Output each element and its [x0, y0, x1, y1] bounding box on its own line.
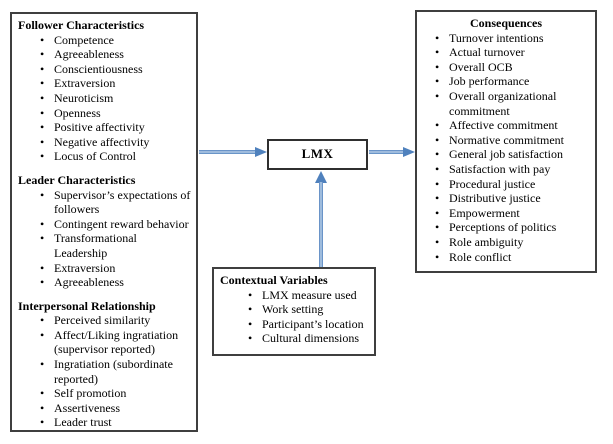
- list-item: Extraversion: [40, 76, 192, 91]
- consequences-heading: Consequences: [469, 16, 542, 30]
- list-item: Agreeableness: [40, 47, 192, 62]
- list-item: General job satisfaction: [435, 147, 591, 162]
- consequences-box: Consequences Turnover intentionsActual t…: [415, 10, 597, 273]
- list-item: Conscientiousness: [40, 62, 192, 77]
- lmx-box: LMX: [267, 139, 368, 170]
- list-item: Normative commitment: [435, 133, 591, 148]
- list-item: LMX measure used: [248, 288, 370, 303]
- list-item: Cultural dimensions: [248, 331, 370, 346]
- list-item: Role ambiguity: [435, 235, 591, 250]
- list-item: Role conflict: [435, 250, 591, 265]
- contextual-variables-list: LMX measure usedWork settingParticipant’…: [220, 288, 370, 346]
- arrow-contextual-to-lmx-shaft: [319, 182, 323, 267]
- list-item: Procedural justice: [435, 177, 591, 192]
- list-item: Perceived similarity: [40, 313, 192, 328]
- list-item: Distributive justice: [435, 191, 591, 206]
- list-item: Empowerment: [435, 206, 591, 221]
- list-item: Positive affectivity: [40, 120, 192, 135]
- arrow-contextual-to-lmx-head-icon: [315, 171, 327, 183]
- contextual-variables-box: Contextual Variables LMX measure usedWor…: [212, 267, 376, 356]
- list-item: Supervisor’s expectations of followers: [40, 188, 192, 217]
- list-item: Work setting: [248, 302, 370, 317]
- list-item: Locus of Control: [40, 149, 192, 164]
- list-item: Transformational Leadership: [40, 231, 192, 260]
- list-item: Job performance: [435, 74, 591, 89]
- list-item: Ingratiation (subordinate reported): [40, 357, 192, 386]
- list-item: Leader trust: [40, 415, 192, 430]
- list-item: Self promotion: [40, 386, 192, 401]
- list-item: Competence: [40, 33, 192, 48]
- list-item: Affective commitment: [435, 118, 591, 133]
- leader-characteristics-heading: Leader Characteristics: [18, 172, 136, 187]
- list-item: Neuroticism: [40, 91, 192, 106]
- list-item: Actual turnover: [435, 45, 591, 60]
- list-item: Affect/Liking ingratiation (supervisor r…: [40, 328, 192, 357]
- interpersonal-relationship-heading: Interpersonal Relationship: [18, 298, 156, 313]
- leader-characteristics-section: Leader Characteristics Supervisor’s expe…: [18, 173, 192, 290]
- leader-characteristics-list: Supervisor’s expectations of followersCo…: [18, 188, 192, 290]
- contextual-variables-heading: Contextual Variables: [220, 273, 328, 287]
- arrow-lmx-to-consequences-shaft: [369, 150, 403, 154]
- list-item: Perceptions of politics: [435, 220, 591, 235]
- list-item: Negative affectivity: [40, 135, 192, 150]
- lmx-label: LMX: [301, 146, 334, 162]
- list-item: Overall organizational commitment: [435, 89, 591, 118]
- list-item: Turnover intentions: [435, 31, 591, 46]
- antecedents-box: Follower Characteristics CompetenceAgree…: [10, 12, 198, 432]
- interpersonal-relationship-section: Interpersonal Relationship Perceived sim…: [18, 299, 192, 430]
- list-item: Participant’s location: [248, 317, 370, 332]
- consequences-list: Turnover intentionsActual turnoverOveral…: [421, 31, 591, 265]
- list-item: Satisfaction with pay: [435, 162, 591, 177]
- list-item: Agreeableness: [40, 275, 192, 290]
- list-item: Overall OCB: [435, 60, 591, 75]
- follower-characteristics-section: Follower Characteristics CompetenceAgree…: [18, 18, 192, 164]
- arrow-antecedents-to-lmx-head-icon: [255, 147, 267, 157]
- list-item: Extraversion: [40, 261, 192, 276]
- follower-characteristics-list: CompetenceAgreeablenessConscientiousness…: [18, 33, 192, 164]
- list-item: Contingent reward behavior: [40, 217, 192, 232]
- list-item: Openness: [40, 106, 192, 121]
- arrow-lmx-to-consequences-head-icon: [403, 147, 415, 157]
- interpersonal-relationship-list: Perceived similarityAffect/Liking ingrat…: [18, 313, 192, 430]
- arrow-antecedents-to-lmx-shaft: [199, 150, 255, 154]
- list-item: Assertiveness: [40, 401, 192, 416]
- follower-characteristics-heading: Follower Characteristics: [18, 18, 145, 32]
